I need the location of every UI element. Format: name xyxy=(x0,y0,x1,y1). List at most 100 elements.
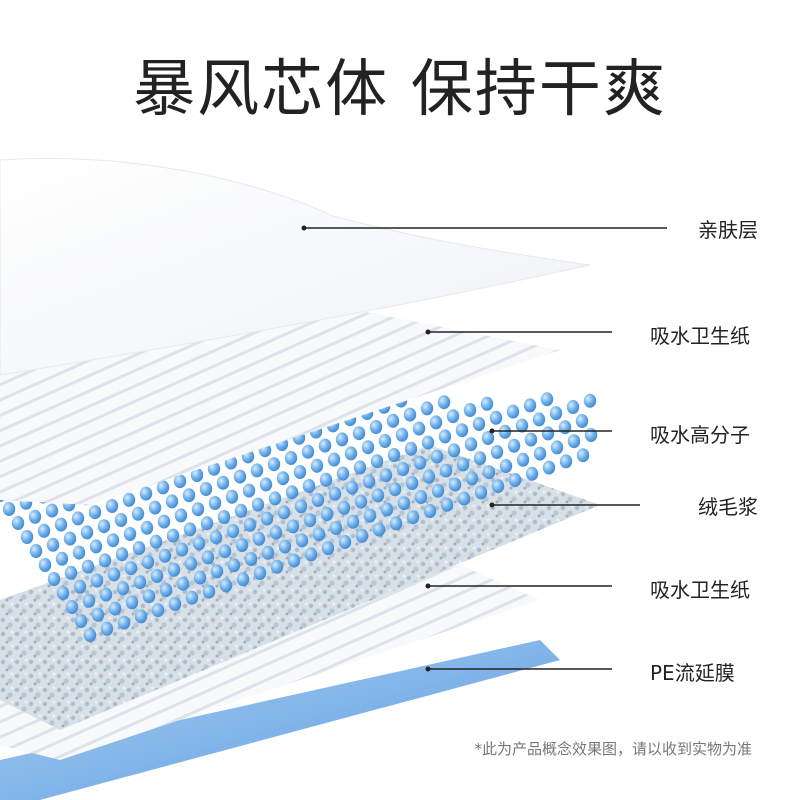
polymer-bead xyxy=(124,561,138,576)
polymer-bead xyxy=(540,392,554,407)
polymer-bead xyxy=(583,393,597,408)
polymer-bead xyxy=(210,564,224,579)
polymer-bead xyxy=(532,412,546,427)
polymer-bead xyxy=(523,398,537,413)
polymer-bead xyxy=(566,400,580,414)
polymer-bead xyxy=(122,492,136,507)
polymer-bead xyxy=(184,556,198,571)
polymer-bead xyxy=(515,418,529,433)
polymer-bead xyxy=(116,581,130,596)
polymer-bead xyxy=(47,572,61,586)
polymer-bead xyxy=(123,527,137,541)
polymer-bead xyxy=(304,547,318,562)
polymer-bead xyxy=(56,586,70,600)
polymer-bead xyxy=(363,508,377,523)
polymer-bead xyxy=(361,440,375,455)
leader-dot xyxy=(301,225,307,231)
polymer-bead xyxy=(133,575,147,590)
polymer-bead xyxy=(193,570,207,585)
polymer-bead xyxy=(465,471,479,486)
polymer-bead xyxy=(2,502,16,516)
polymer-bead xyxy=(253,566,267,580)
polymer-bead xyxy=(524,432,538,447)
polymer-bead xyxy=(242,483,256,498)
polymer-bead xyxy=(190,468,204,482)
polymer-bead xyxy=(125,595,139,610)
fluff-pulp-layer xyxy=(0,445,600,730)
polymer-bead xyxy=(378,434,392,448)
polymer-bead xyxy=(250,463,264,478)
polymer-bead xyxy=(446,409,460,424)
polymer-bead xyxy=(243,517,257,532)
leader-dot xyxy=(489,502,495,508)
polymer-bead xyxy=(259,477,273,492)
polymer-bead xyxy=(11,516,25,530)
leader-dot xyxy=(425,329,431,335)
polymer-bead xyxy=(473,451,487,466)
polymer-bead xyxy=(28,509,42,524)
polymer-bead xyxy=(106,533,120,548)
polymer-bead xyxy=(268,491,282,506)
polymer-bead xyxy=(173,474,187,489)
polymer-bead xyxy=(481,431,495,445)
polymer-bead xyxy=(482,465,496,480)
polymer-bead xyxy=(175,542,189,557)
polymer-bead xyxy=(185,590,199,605)
polymer-bead xyxy=(73,579,87,594)
polymer-bead xyxy=(225,489,239,504)
polymer-bead xyxy=(420,401,434,416)
polymer-bead xyxy=(201,550,215,565)
polymer-bead xyxy=(108,601,122,616)
polymer-bead xyxy=(285,485,299,500)
polymer-bead xyxy=(235,538,249,552)
polymer-bead xyxy=(286,519,300,534)
polymer-bead xyxy=(261,545,275,560)
layer-label-skin-friendly: 亲肤层 xyxy=(698,218,758,242)
polymer-bead xyxy=(354,494,368,509)
polymer-bead xyxy=(338,535,352,549)
polymer-bead xyxy=(234,503,248,518)
polymer-bead xyxy=(567,434,581,449)
polymer-bead xyxy=(329,521,343,535)
polymer-bead xyxy=(267,457,281,472)
page-title: 暴风芯体 保持干爽 xyxy=(133,52,667,125)
leader-dot xyxy=(425,583,431,589)
polymer-bead xyxy=(558,420,572,435)
polymer-bead xyxy=(132,541,146,555)
polymer-bead xyxy=(337,500,351,515)
polymer-bead xyxy=(149,534,163,549)
polymer-bead xyxy=(319,472,333,487)
polymer-bead xyxy=(440,497,454,512)
polymer-bead xyxy=(148,500,162,515)
polymer-bead xyxy=(336,466,350,481)
polymer-bead xyxy=(422,469,436,484)
polymer-bead xyxy=(134,609,148,624)
polymer-bead xyxy=(115,547,129,562)
polymer-bead xyxy=(176,576,190,591)
polymer-bead xyxy=(431,483,445,498)
polymer-bead xyxy=(498,424,512,439)
polymer-bead xyxy=(236,572,250,587)
polymer-bead xyxy=(200,516,214,531)
polymer-bead xyxy=(142,589,156,604)
polymer-bead xyxy=(430,449,444,464)
polymer-bead xyxy=(167,562,181,577)
polymer-bead xyxy=(158,548,172,563)
polymer-bead xyxy=(371,488,385,503)
polymer-bead xyxy=(386,413,400,428)
polymer-bead xyxy=(584,428,598,442)
polymer-bead xyxy=(559,454,573,469)
polymer-bead xyxy=(328,486,342,501)
polymer-bead xyxy=(81,559,95,574)
polymer-bead xyxy=(412,421,426,436)
polymer-bead xyxy=(463,403,477,417)
polymer-bead xyxy=(90,573,104,588)
polymer-bead xyxy=(114,513,128,527)
polymer-bead xyxy=(65,600,79,614)
polymer-bead xyxy=(389,516,403,531)
polymer-bead xyxy=(327,452,341,467)
polymer-bead xyxy=(37,523,51,538)
polymer-bead xyxy=(227,558,241,573)
polymer-bead xyxy=(233,469,247,484)
polymer-bead xyxy=(302,479,316,493)
